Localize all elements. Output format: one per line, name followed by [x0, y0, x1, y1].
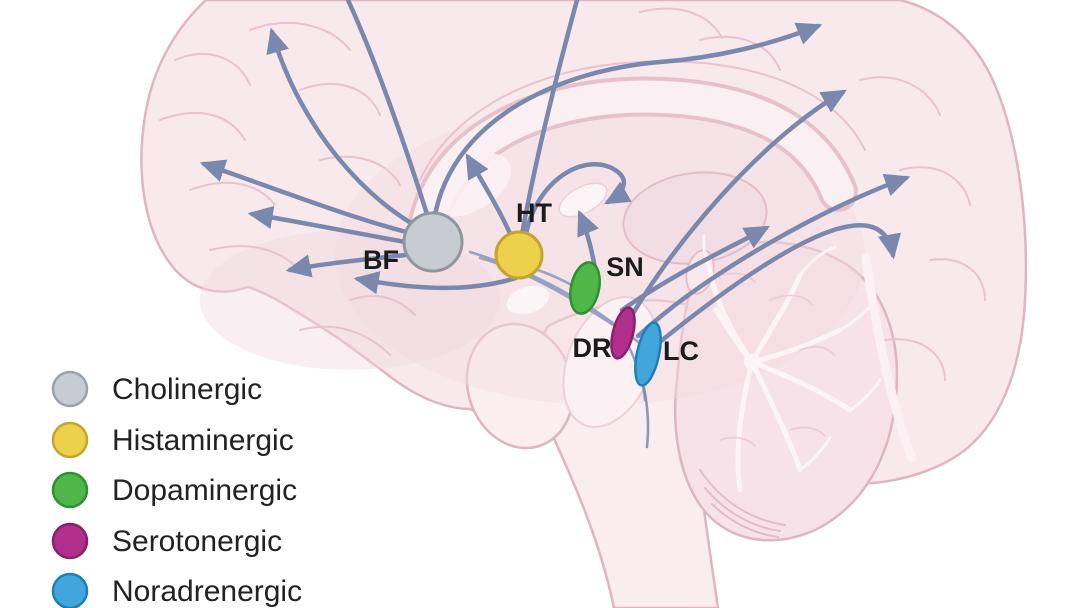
legend-item-dopaminergic: Dopaminergic: [51, 471, 297, 509]
nucleus-bf: [402, 211, 464, 273]
legend-swatch-dopaminergic: [51, 471, 89, 509]
arrow-posterior-2: [635, 173, 911, 339]
arrow-ht-up: [465, 153, 515, 241]
nucleus-labels: BF HT SN DR LC: [363, 198, 699, 366]
label-dr: DR: [573, 333, 612, 363]
cerebellum: [673, 240, 899, 542]
descending-projection: [642, 386, 650, 449]
legend-swatch-histaminergic: [51, 421, 89, 459]
arrow-posterior-4: [619, 225, 770, 313]
legend-item-serotonergic: Serotonergic: [51, 522, 282, 560]
legend-label-noradrenergic: Noradrenergic: [112, 575, 302, 608]
nucleus-sn: [569, 261, 601, 315]
legend-item-cholinergic: Cholinergic: [51, 370, 262, 408]
legend-label-serotonergic: Serotonergic: [112, 525, 282, 558]
nucleus-lc: [634, 321, 662, 387]
cerebellum-arbor-vitae: [699, 234, 882, 538]
arrow-basal-left: [353, 271, 519, 295]
legend-swatch-serotonergic: [51, 522, 89, 560]
tentorium-gap: [861, 253, 917, 463]
arrow-posterior-3: [647, 223, 901, 353]
nuclei: [402, 211, 662, 387]
arrow-frontal-1: [199, 159, 433, 241]
legend-label-cholinergic: Cholinergic: [112, 373, 262, 406]
legend: Cholinergic Histaminergic Dopaminergic S…: [51, 370, 302, 608]
arrow-cingulum: [430, 22, 823, 231]
arrow-frontal-2: [266, 27, 431, 235]
arrow-ht-thalamus-hook: [523, 161, 632, 237]
legend-swatch-cholinergic: [51, 370, 89, 408]
legend-label-dopaminergic: Dopaminergic: [112, 474, 297, 507]
ascending-line-top-2: [518, 0, 580, 243]
label-sn: SN: [606, 252, 644, 282]
corpus-callosum: [408, 76, 858, 242]
legend-swatch-noradrenergic: [51, 572, 89, 608]
label-ht: HT: [516, 198, 552, 228]
legend-item-noradrenergic: Noradrenergic: [51, 572, 302, 608]
label-bf: BF: [363, 245, 399, 275]
legend-label-histaminergic: Histaminergic: [112, 424, 294, 457]
nucleus-dr: [610, 306, 636, 360]
nucleus-ht: [494, 230, 544, 280]
legend-item-histaminergic: Histaminergic: [51, 421, 294, 459]
ascending-line-top-1: [345, 0, 435, 233]
chiasm-blob: [506, 285, 550, 315]
label-lc: LC: [663, 336, 699, 366]
